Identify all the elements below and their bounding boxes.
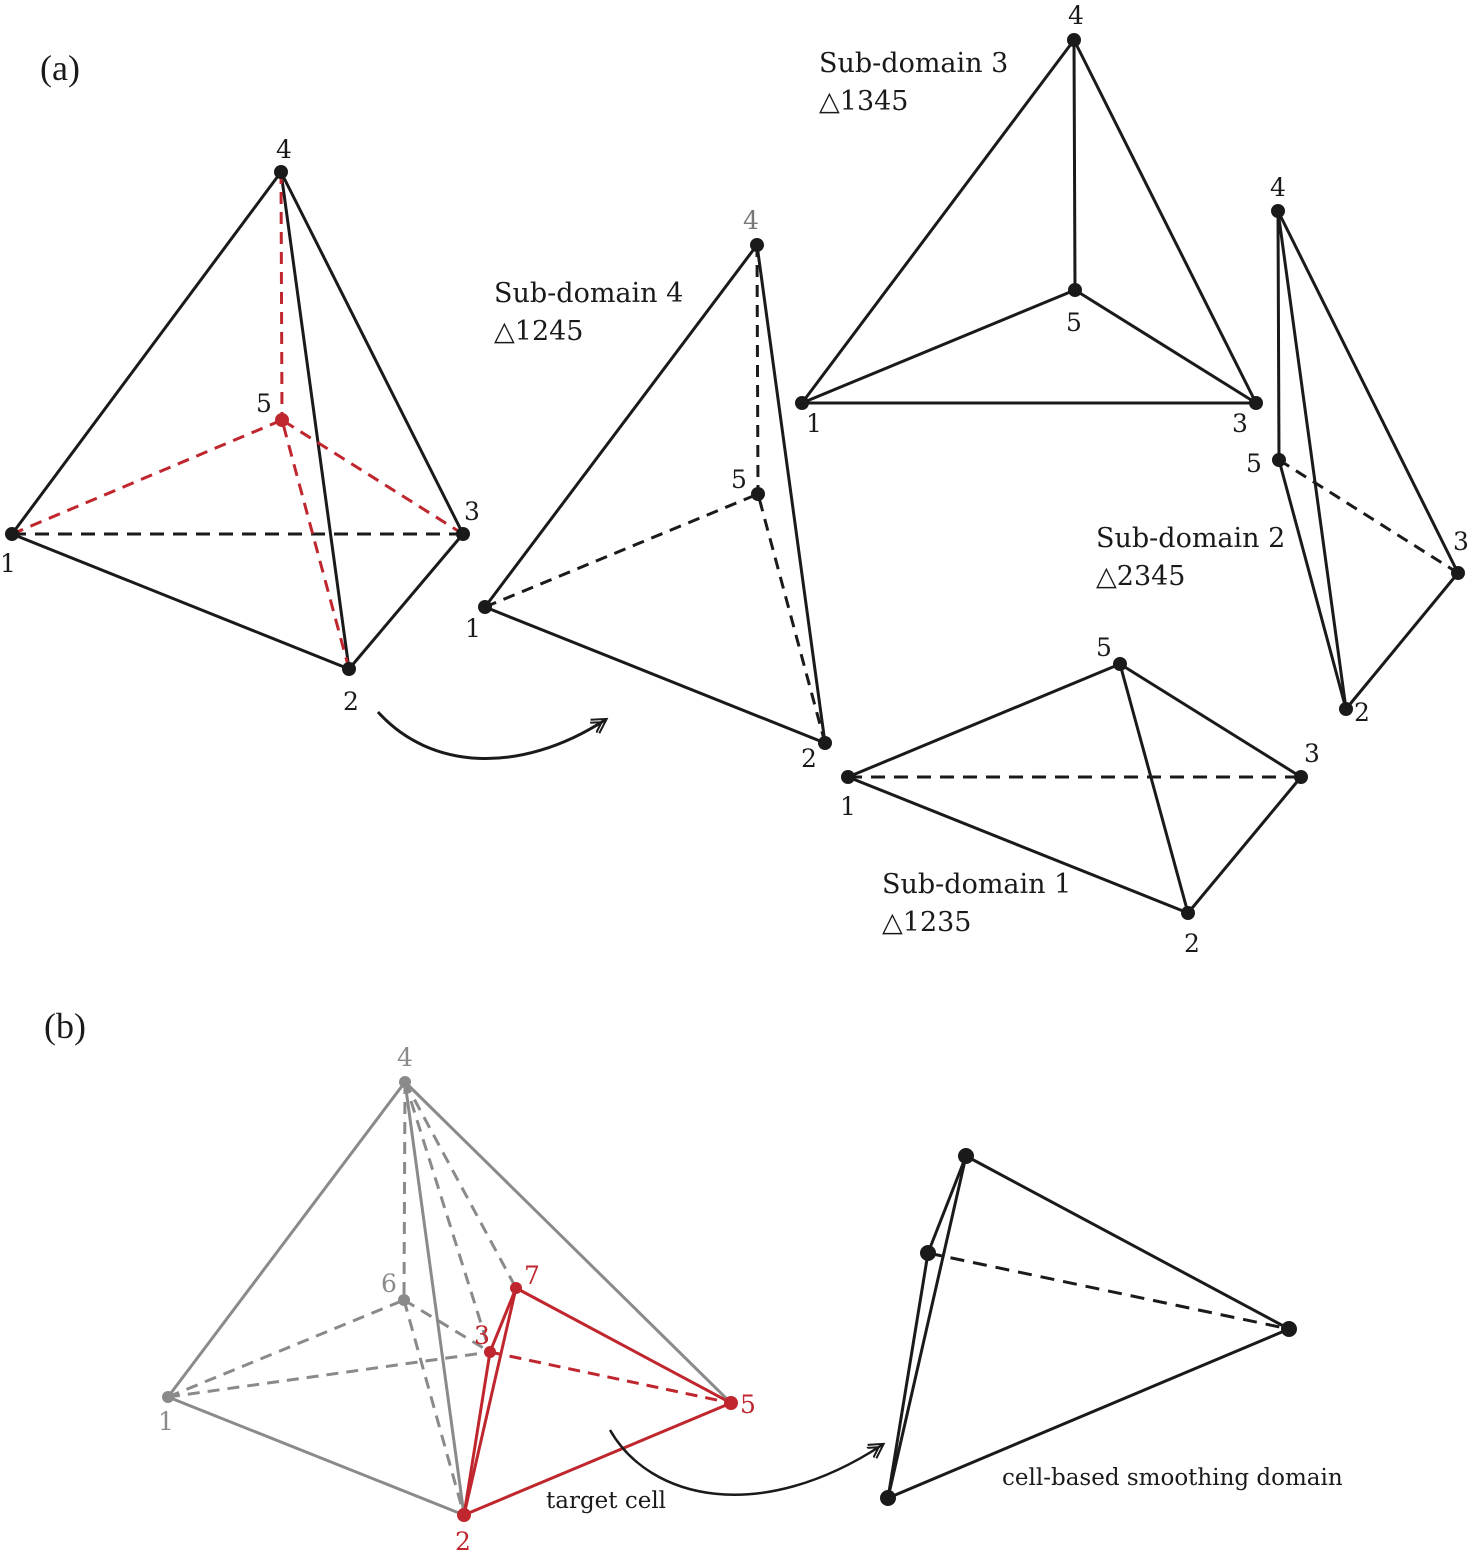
node-5: [275, 413, 289, 427]
sd4-node-4: [750, 238, 764, 252]
node-3: [456, 527, 470, 541]
sd2-label-2: 2: [1354, 698, 1370, 727]
sd2-label-3: 3: [1453, 527, 1469, 556]
smoothing-domain-caption: cell-based smoothing domain: [1002, 1465, 1343, 1491]
sd4-node-2: [818, 736, 832, 750]
sd2-name: Sub-domain 2: [1096, 523, 1285, 554]
b-label-6: 6: [381, 1269, 397, 1298]
sd1-tri: △1235: [882, 907, 971, 938]
b-label-1: 1: [158, 1407, 174, 1436]
b-node-7: [510, 1282, 522, 1294]
sub-domain-4: 4 1 2 5 Sub-domain 4 △1245: [465, 206, 832, 773]
sd1-label-5: 5: [1096, 633, 1112, 662]
sd4-node-1: [478, 600, 492, 614]
sd1-node-1: [841, 770, 855, 784]
b-label-7: 7: [524, 1261, 540, 1290]
sd3-label-3: 3: [1232, 409, 1248, 438]
edge-4-1: [10, 171, 283, 535]
sm-node-right: [1281, 1321, 1297, 1337]
target-cell-caption: target cell: [546, 1488, 666, 1514]
red-edge-2-5: [280, 419, 351, 670]
b-node-1: [162, 1391, 174, 1403]
label-4: 4: [276, 135, 292, 164]
edge-4-3: [279, 171, 465, 535]
b-node-4: [399, 1076, 411, 1088]
sd3-name: Sub-domain 3: [819, 48, 1008, 79]
sd3-node-5: [1068, 283, 1082, 297]
sd2-node-5: [1272, 453, 1286, 467]
panel-a-label: (a): [40, 48, 80, 88]
arrow-a: [376, 710, 605, 761]
label-1: 1: [0, 549, 16, 578]
label-5: 5: [256, 389, 272, 418]
target-cell: [462, 1286, 732, 1517]
sd1-name: Sub-domain 1: [882, 869, 1071, 900]
sd1-label-3: 3: [1304, 739, 1320, 768]
sd2-label-4: 4: [1270, 173, 1286, 202]
sd4-label-1: 1: [465, 614, 481, 643]
sd1-node-5: [1113, 657, 1127, 671]
sd4-label-5: 5: [731, 465, 747, 494]
sd3-label-5: 5: [1066, 308, 1082, 337]
sd4-label-4: 4: [743, 206, 759, 235]
b-node-2: [457, 1508, 471, 1522]
b-node-6: [398, 1294, 410, 1306]
sd2-node-3: [1451, 566, 1465, 580]
sd2-node-4: [1271, 204, 1285, 218]
sd3-tri: △1345: [819, 86, 908, 117]
sd4-name: Sub-domain 4: [494, 278, 683, 309]
sd1-node-3: [1294, 770, 1308, 784]
node-4: [274, 165, 288, 179]
sd4-node-5: [751, 487, 765, 501]
b-node-5: [724, 1396, 738, 1410]
sm-node-mid: [920, 1245, 936, 1261]
sd3-label-1: 1: [806, 409, 822, 438]
node-2: [342, 662, 356, 676]
sd4-tri: △1245: [494, 316, 583, 347]
sd1-label-1: 1: [840, 792, 856, 821]
b-label-4: 4: [397, 1043, 413, 1072]
sd2-label-5: 5: [1246, 449, 1262, 478]
sub-domain-3: 4 1 3 5 Sub-domain 3 △1345: [795, 1, 1263, 438]
sd3-node-3: [1249, 396, 1263, 410]
b-node-3: [484, 1346, 496, 1358]
sd2-tri: △2345: [1096, 561, 1185, 592]
b-label-5: 5: [740, 1390, 756, 1419]
sd3-node-1: [795, 396, 809, 410]
edge-3-2: [347, 533, 465, 670]
edge-4-2: [279, 171, 351, 670]
b-label-2: 2: [455, 1527, 471, 1556]
panel-b-label: (b): [44, 1006, 86, 1046]
node-1: [5, 527, 19, 541]
sub-domain-2: 4 3 2 5 Sub-domain 2 △2345: [1096, 173, 1469, 727]
sub-domain-1: 1 5 3 2 Sub-domain 1 △1235: [840, 633, 1320, 958]
sm-node-bottom: [880, 1490, 896, 1506]
label-3: 3: [464, 497, 480, 526]
edge-1-2: [11, 532, 350, 671]
sd1-node-2: [1181, 906, 1195, 920]
red-edge-1-5: [11, 418, 283, 536]
mesh-tetrahedra: [166, 1080, 733, 1517]
red-edge-4-5: [279, 171, 284, 421]
red-edge-3-5: [281, 418, 464, 536]
b-label-3: 3: [474, 1321, 490, 1350]
sd4-label-2: 2: [801, 744, 817, 773]
sd3-node-4: [1067, 33, 1081, 47]
smoothing-domain: [880, 1148, 1297, 1506]
sd3-label-4: 4: [1068, 1, 1084, 30]
sm-node-top: [958, 1148, 974, 1164]
label-2: 2: [343, 687, 359, 716]
sd1-label-2: 2: [1184, 929, 1200, 958]
main-tetrahedron: 4 1 3 2 5: [0, 135, 480, 716]
arrow-b: [608, 1429, 882, 1496]
sd2-node-2: [1339, 702, 1353, 716]
